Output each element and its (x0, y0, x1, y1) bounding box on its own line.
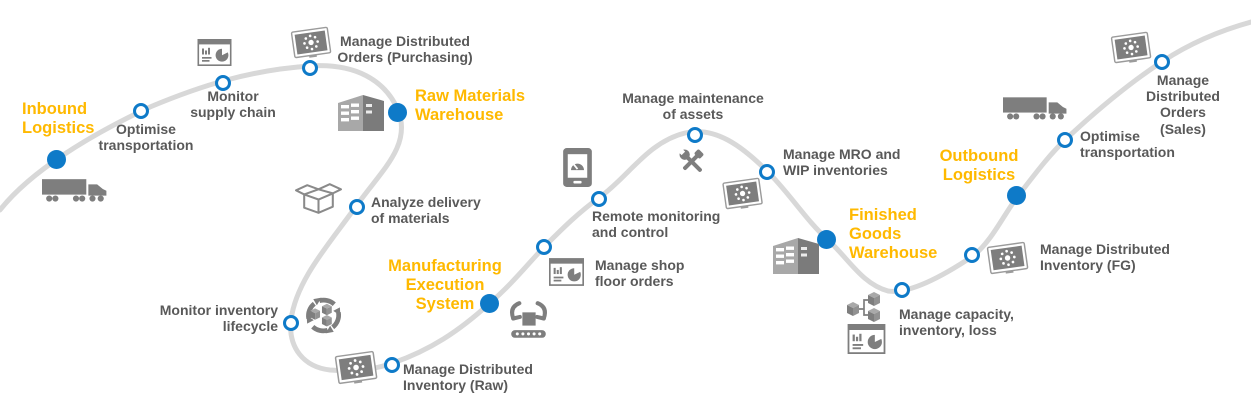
activity-circle-manage-capacity (894, 282, 910, 298)
warehouse-icon (336, 92, 386, 132)
robot-arm-icon (500, 298, 557, 343)
connected-device-icon (290, 23, 332, 61)
truck-icon (1003, 95, 1070, 122)
activity-circle-remote-monitoring (591, 191, 607, 207)
activity-circle-monitor-inventory-lifecycle (283, 315, 299, 331)
activity-label-manage-capacity: Manage capacity, inventory, loss (899, 306, 1014, 339)
milestone-dot-raw-materials-warehouse (388, 103, 407, 122)
activity-label-analyze-delivery: Analyze delivery of materials (371, 194, 481, 227)
stage-label-outbound-logistics: Outbound Logistics (939, 147, 1019, 184)
connected-device-icon (720, 174, 765, 212)
milestone-dot-inbound-logistics (47, 150, 66, 169)
activity-circle-optimise-transportation-left (133, 103, 149, 119)
journey-curve (0, 19, 1251, 374)
activity-circle-monitor-supply-chain (215, 75, 231, 91)
stage-label-finished-goods-warehouse: Finished Goods Warehouse (849, 206, 938, 262)
milestone-dot-finished-goods-warehouse (817, 230, 836, 249)
activity-label-manage-distributed-orders-sales: Manage Distributed Orders (Sales) (1146, 72, 1220, 137)
dashboard-chart-icon (197, 39, 232, 66)
dashboard-chart-icon (549, 258, 584, 286)
milestone-dot-manufacturing-execution-system (480, 294, 499, 313)
activity-circle-manage-shop-floor-orders (536, 239, 552, 255)
activity-circle-manage-mro-wip (759, 164, 775, 180)
activity-label-manage-distributed-orders-purchasing: Manage Distributed Orders (Purchasing) (337, 33, 473, 66)
stage-label-manufacturing-execution-system: Manufacturing Execution System (388, 257, 502, 313)
activity-label-monitor-supply-chain: Monitor supply chain (190, 88, 276, 121)
connected-device-icon (1109, 28, 1153, 66)
truck-icon (42, 177, 110, 204)
activity-circle-manage-maintenance (687, 127, 703, 143)
tablet-gauge-icon (561, 147, 594, 188)
dashboard-chart-icon (846, 324, 887, 354)
activity-label-manage-distributed-inventory-fg: Manage Distributed Inventory (FG) (1040, 241, 1170, 274)
inventory-cycle-icon (301, 293, 346, 338)
stage-label-raw-materials-warehouse: Raw Materials Warehouse (415, 87, 526, 124)
connected-device-icon (333, 347, 379, 387)
crossed-tools-icon (674, 144, 709, 179)
warehouse-icon (771, 235, 821, 275)
activity-circle-analyze-delivery (349, 199, 365, 215)
activity-label-optimise-transportation-left: Optimise transportation (98, 121, 194, 154)
activity-label-manage-maintenance: Manage maintenance of assets (622, 90, 764, 123)
activity-circle-manage-distributed-inventory-raw (384, 357, 400, 373)
activity-circle-optimise-transportation-right (1057, 132, 1073, 148)
milestone-dot-outbound-logistics (1007, 186, 1026, 205)
activity-label-manage-mro-wip: Manage MRO and WIP inventories (783, 146, 901, 179)
activity-label-manage-distributed-inventory-raw: Manage Distributed Inventory (Raw) (403, 361, 533, 394)
open-box-icon (295, 181, 342, 216)
activity-circle-manage-distributed-inventory-fg (964, 247, 980, 263)
stage-label-inbound-logistics: Inbound Logistics (22, 100, 95, 137)
linked-boxes-icon (846, 291, 887, 325)
activity-circle-manage-distributed-orders-sales (1154, 54, 1170, 70)
activity-label-remote-monitoring: Remote monitoring and control (592, 208, 721, 241)
activity-label-manage-shop-floor-orders: Manage shop floor orders (595, 257, 685, 290)
activity-label-monitor-inventory-lifecycle: Monitor inventory lifecycle (159, 302, 278, 335)
activity-circle-manage-distributed-orders-purchasing (302, 60, 318, 76)
connected-device-icon (985, 238, 1030, 277)
activity-label-optimise-transportation-right: Optimise transportation (1080, 128, 1175, 161)
